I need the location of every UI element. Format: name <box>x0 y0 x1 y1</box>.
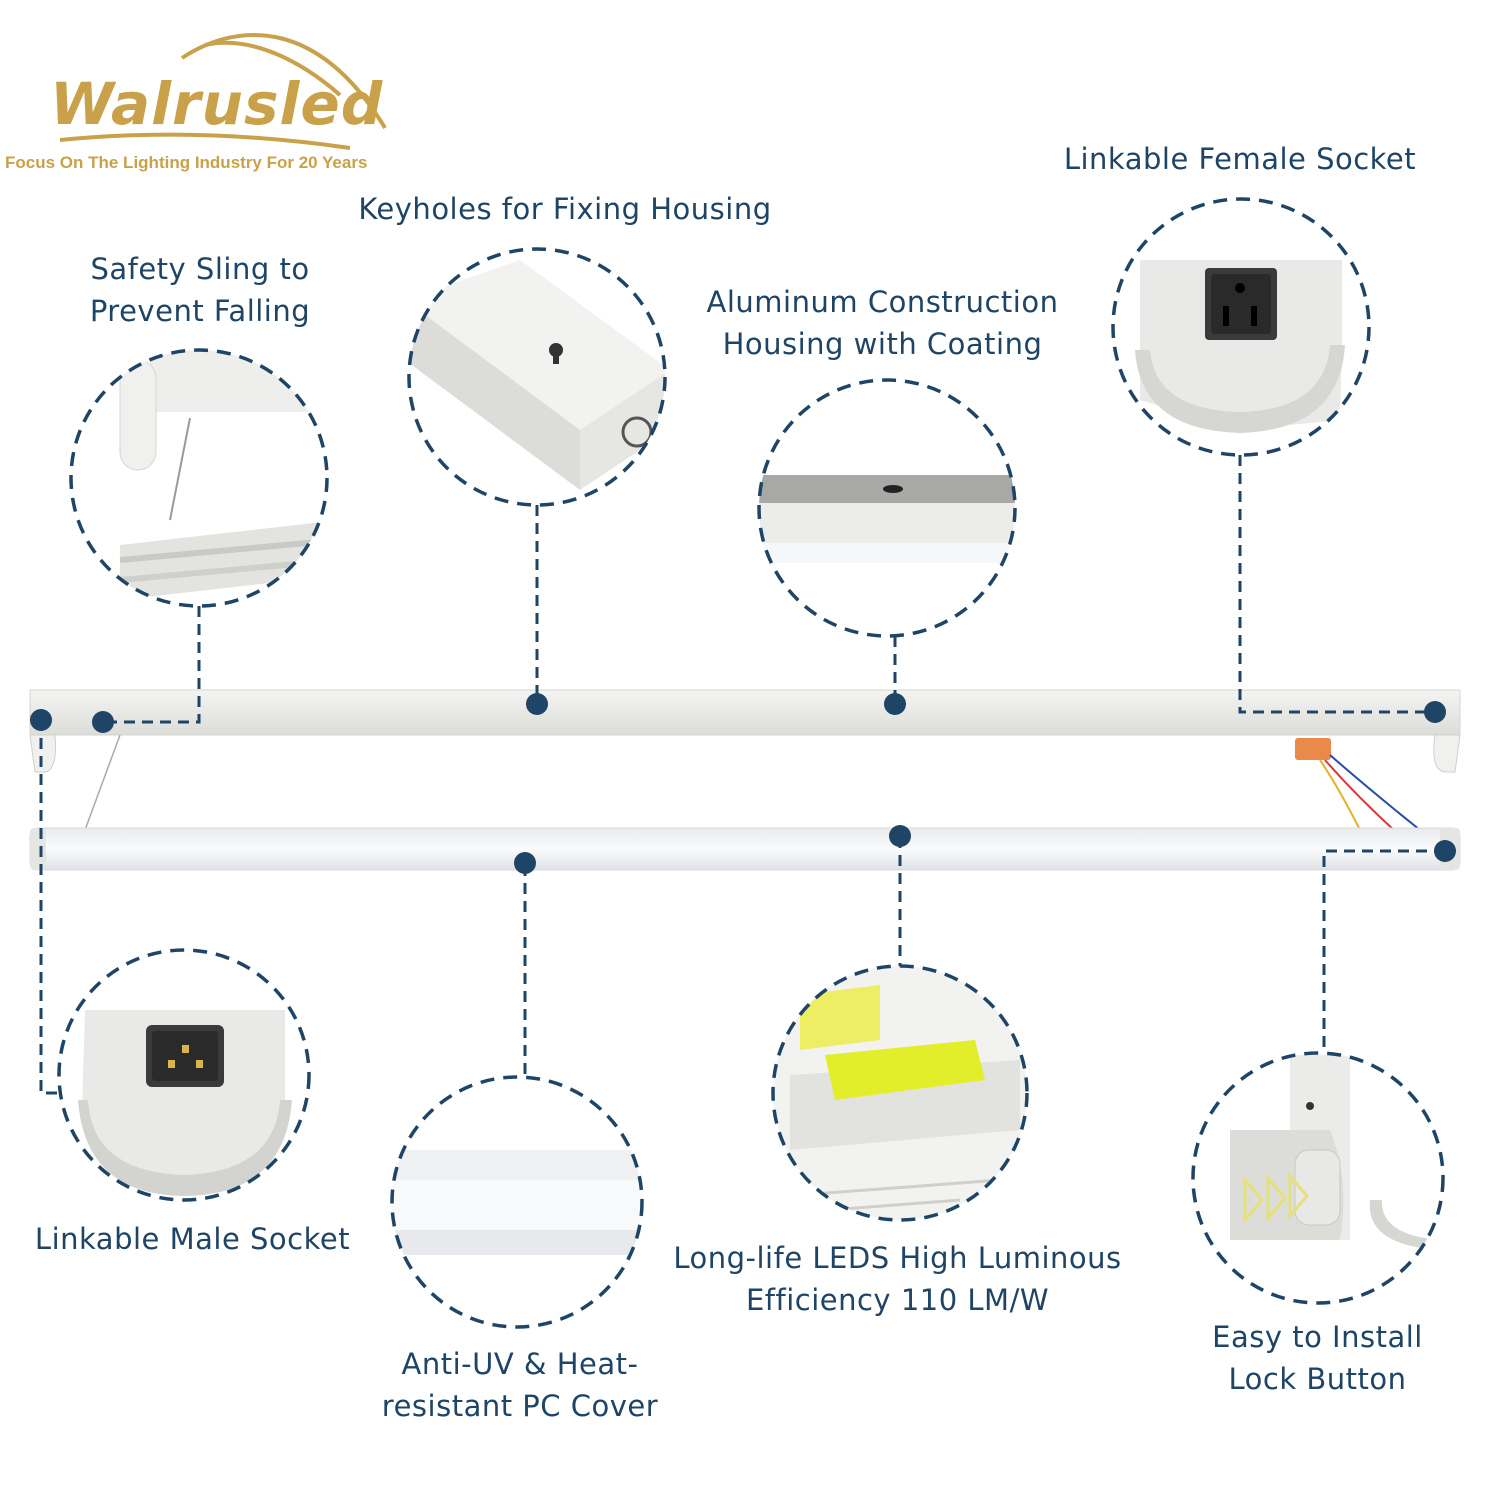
brand-tagline: Focus On The Lighting Industry For 20 Ye… <box>5 153 368 172</box>
brand-name: Walrusled <box>50 70 384 138</box>
leader-lock <box>1322 849 1445 1053</box>
safety-sling-detail <box>69 348 329 608</box>
keyholes-detail <box>407 247 667 507</box>
callout-safety-sling: Safety Sling to Prevent Falling <box>89 252 311 328</box>
callout-leds: Long-life LEDS High Luminous Efficiency … <box>673 1241 1122 1317</box>
leader-female-socket <box>1238 455 1434 714</box>
led-chip-detail <box>771 964 1029 1222</box>
dot-keyholes <box>526 693 548 715</box>
brand-logo-icon <box>59 33 387 150</box>
aluminum-housing-detail <box>757 378 1017 638</box>
wire-connector-icon <box>1295 738 1421 841</box>
pc-cover-detail <box>390 1075 644 1329</box>
dot-lock <box>1434 840 1456 862</box>
dot-male-socket <box>30 709 52 731</box>
dot-female-socket <box>1424 701 1446 723</box>
lock-button-detail <box>1191 1051 1445 1305</box>
callout-female-socket: Linkable Female Socket <box>1063 142 1417 176</box>
callout-lock-button: Easy to Install Lock Button <box>1212 1320 1423 1396</box>
dot-aluminum <box>884 693 906 715</box>
callout-aluminum-housing: Aluminum Construction Housing with Coati… <box>706 285 1059 361</box>
marker-dots <box>30 693 1456 874</box>
fixture-tube <box>29 827 1461 871</box>
dot-leds <box>889 825 911 847</box>
leader-male-socket <box>39 720 60 1095</box>
female-socket-detail <box>1111 197 1371 457</box>
male-socket-detail <box>57 948 311 1202</box>
leader-lines <box>39 455 1445 1095</box>
dot-pc-cover <box>514 852 536 874</box>
callout-pc-cover: Anti-UV & Heat- resistant PC Cover <box>381 1347 659 1423</box>
dot-sling <box>92 711 114 733</box>
fixture-housing <box>29 689 1461 831</box>
leader-sling <box>105 606 201 724</box>
callout-male-socket: Linkable Male Socket <box>34 1222 351 1256</box>
callout-keyholes: Keyholes for Fixing Housing <box>358 192 772 226</box>
